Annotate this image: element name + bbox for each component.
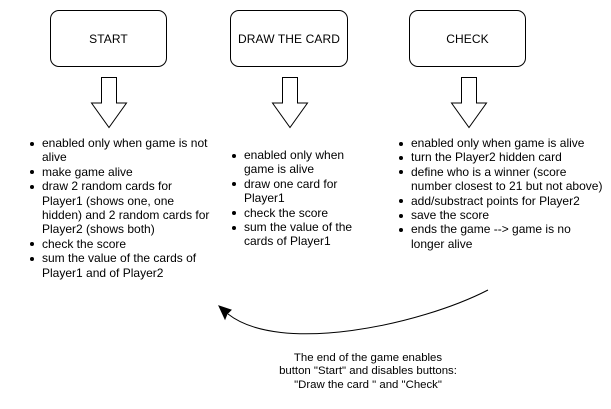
list-item: make game alive — [29, 165, 213, 179]
list-item: sum the value of the cards of Player1 an… — [29, 251, 213, 280]
list-item: ends the game --> game is no longer aliv… — [398, 222, 606, 251]
list-item: enabled only when game is not alive — [29, 136, 213, 165]
draw-down-arrow-icon — [271, 77, 309, 129]
check-box-label: CHECK — [446, 31, 489, 46]
list-item: check the score — [29, 237, 213, 251]
start-description: enabled only when game is not alive make… — [29, 136, 213, 280]
list-item: sum the value of the cards of Player1 — [231, 220, 371, 249]
list-item: check the score — [231, 206, 371, 220]
check-bullet-list: enabled only when game is alive turn the… — [398, 136, 606, 251]
list-item: turn the Player2 hidden card — [398, 150, 606, 164]
return-arrow-line — [227, 289, 489, 335]
draw-bullet-list: enabled only when game is alive draw one… — [231, 148, 371, 249]
return-arrow-head-icon — [218, 305, 232, 321]
list-item: enabled only when game is alive — [231, 148, 371, 177]
list-item: enabled only when game is alive — [398, 136, 606, 150]
list-item: draw 2 random cards for Player1 (shows o… — [29, 179, 213, 237]
game-end-note-line-2: button "Start" and disables buttons: — [279, 365, 457, 378]
list-item: save the score — [398, 208, 606, 222]
check-box: CHECK — [409, 10, 526, 67]
list-item: define who is a winner (score number clo… — [398, 165, 606, 194]
list-item: add/substract points for Player2 — [398, 194, 606, 208]
game-end-note-line-3: "Draw the card " and "Check" — [294, 378, 442, 391]
draw-description: enabled only when game is alive draw one… — [231, 148, 371, 249]
start-box-label: START — [89, 31, 128, 46]
game-end-note-line-1: The end of the game enables — [293, 352, 443, 364]
list-item: draw one card for Player1 — [231, 177, 371, 206]
start-down-arrow-icon — [90, 77, 128, 129]
draw-the-card-box: DRAW THE CARD — [230, 10, 348, 67]
draw-the-card-box-label: DRAW THE CARD — [238, 31, 340, 46]
start-bullet-list: enabled only when game is not alive make… — [29, 136, 213, 280]
start-box: START — [50, 10, 167, 67]
game-end-note: The end of the game enables button "Star… — [262, 352, 474, 392]
check-down-arrow-icon — [450, 77, 488, 129]
check-description: enabled only when game is alive turn the… — [398, 136, 606, 251]
